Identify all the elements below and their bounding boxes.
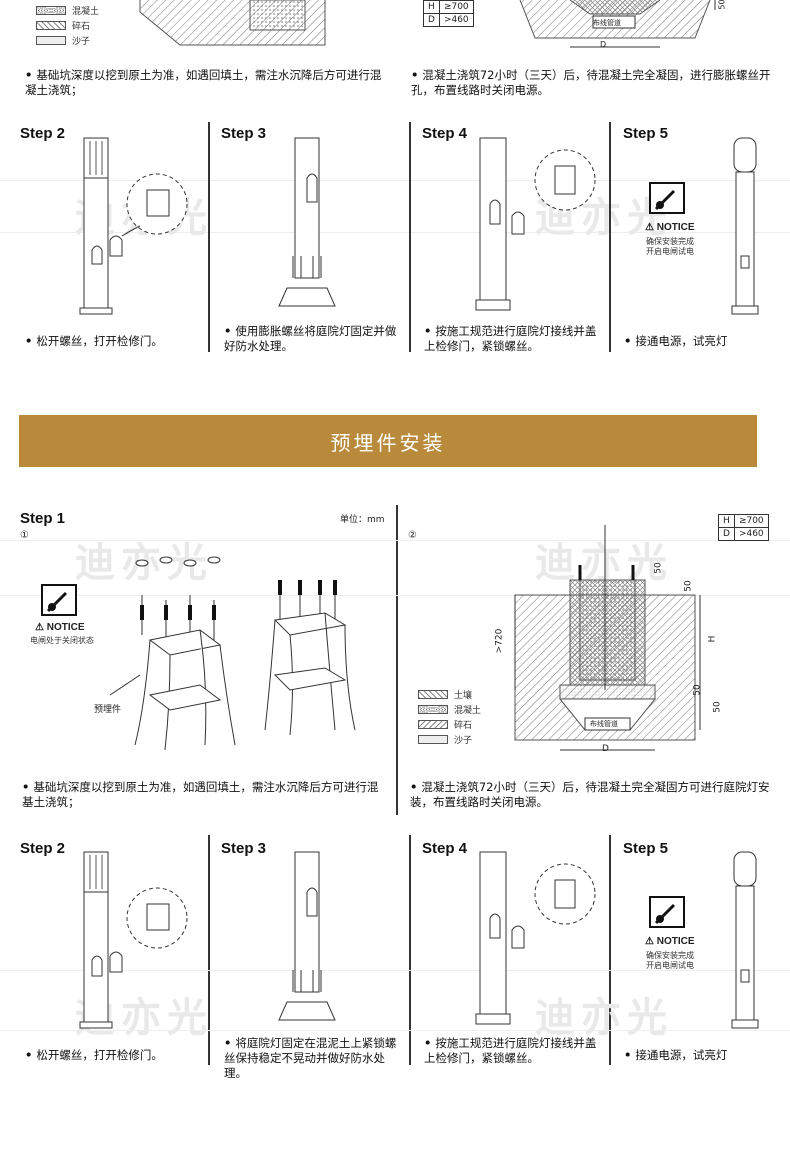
concrete-swatch bbox=[36, 6, 66, 15]
column-divider bbox=[208, 122, 210, 352]
column-divider bbox=[409, 122, 411, 352]
unit-label: 单位：mm bbox=[340, 515, 385, 525]
step1-caption-right: •混凝土浇筑72小时（三天）后，待混凝土完全凝固方可进行庭院灯安装，布置线路时关… bbox=[410, 780, 770, 809]
step-caption: •接通电源，试亮灯 bbox=[624, 1048, 728, 1062]
dim-label: 50 bbox=[683, 580, 694, 592]
step-title: Step 2 bbox=[20, 125, 66, 142]
dim-label: 50 bbox=[692, 684, 703, 696]
top-left-pit-diagram bbox=[139, 0, 326, 46]
sand-swatch bbox=[36, 36, 66, 45]
legend-item-soil: 土壤 bbox=[418, 688, 472, 701]
step-caption: •按施工规范进行庭院灯接线并盖上检修门，紧锁螺丝。 bbox=[424, 1036, 597, 1065]
notice-label: ⚠ NOTICE bbox=[645, 936, 695, 947]
step-caption: •接通电源，试亮灯 bbox=[624, 334, 728, 348]
dim-label: >720 bbox=[494, 628, 505, 654]
gravel-swatch bbox=[418, 720, 448, 729]
dim-label: H bbox=[707, 635, 718, 643]
lamp-fix-on-concrete-illustration bbox=[278, 851, 336, 1021]
sub-step-marker: ② bbox=[408, 530, 417, 541]
faint-rule bbox=[0, 180, 790, 181]
legend-label: 碎石 bbox=[72, 22, 91, 32]
dim-label: 50 bbox=[712, 701, 723, 713]
watermark: 迪亦光 bbox=[535, 995, 673, 1041]
lamp-anchor-bolt-illustration bbox=[278, 137, 336, 307]
top-caption-right: •混凝土浇筑72小时（三天）后，待混凝土完全凝固，进行膨胀螺丝开孔，布置线路时关… bbox=[411, 68, 771, 97]
step-caption: •松开螺丝，打开检修门。 bbox=[25, 1048, 163, 1062]
step-title: Step 4 bbox=[422, 125, 468, 142]
notice-subtext: 电闸处于关闭状态 bbox=[30, 636, 94, 645]
step-title: Step 4 bbox=[422, 840, 468, 857]
column-divider bbox=[208, 835, 210, 1065]
lamp-lit-illustration bbox=[731, 851, 759, 1029]
lamp-open-door-illustration bbox=[79, 137, 188, 315]
sand-swatch bbox=[418, 735, 448, 744]
embedded-part-label: 预埋件 bbox=[94, 705, 122, 715]
faint-rule bbox=[0, 595, 790, 596]
notice-label: ⚠ NOTICE bbox=[35, 622, 85, 633]
section-banner-title: 预埋件安装 bbox=[330, 430, 446, 455]
step-title: Step 5 bbox=[623, 840, 669, 857]
lamp-lit-illustration bbox=[731, 137, 759, 315]
embedded-parts-illustration bbox=[109, 556, 356, 751]
wiring-pipe-label: 布线管道 bbox=[590, 720, 618, 728]
step-title: Step 3 bbox=[221, 840, 267, 857]
notice-subtext: 确保安装完成 开启电闸试电 bbox=[646, 237, 694, 256]
legend-label: 混凝土 bbox=[72, 7, 100, 17]
legend-item-concrete: 混凝土 bbox=[36, 4, 99, 17]
notice-subtext: 确保安装完成 开启电闸试电 bbox=[646, 951, 694, 970]
step-caption: •松开螺丝，打开检修门。 bbox=[25, 334, 163, 348]
legend-item-sand: 沙子 bbox=[418, 733, 472, 746]
hd-table: H≥700 D>460 bbox=[718, 514, 769, 541]
legend-item-gravel: 碎石 bbox=[36, 19, 90, 32]
step-title: Step 1 bbox=[20, 510, 66, 527]
step-title: Step 5 bbox=[623, 125, 669, 142]
faint-rule bbox=[0, 1030, 790, 1031]
legend-item-gravel: 碎石 bbox=[418, 718, 472, 731]
column-divider bbox=[609, 835, 611, 1065]
faint-rule bbox=[0, 540, 790, 541]
lamp-wiring-illustration bbox=[475, 137, 596, 311]
lamp-wiring-illustration bbox=[475, 851, 596, 1025]
section-banner: 预埋件安装 bbox=[19, 415, 757, 467]
sub-step-marker: ① bbox=[20, 530, 29, 541]
soil-swatch bbox=[418, 690, 448, 699]
gravel-swatch bbox=[36, 21, 66, 30]
legend-item-sand: 沙子 bbox=[36, 34, 90, 47]
step1-caption-left: •基础坑深度以挖到原土为准，如遇回填土，需注水沉降后方可进行混基土浇筑； bbox=[22, 780, 379, 809]
column-divider bbox=[609, 122, 611, 352]
column-divider bbox=[409, 835, 411, 1065]
top-caption-left: •基础坑深度以挖到原土为准，如遇回填土，需注水沉降后方可进行混凝土浇筑； bbox=[25, 68, 382, 97]
dim-50-label: 50 bbox=[717, 0, 727, 10]
step-caption: •使用膨胀螺丝将庭院灯固定并做好防水处理。 bbox=[224, 324, 397, 353]
faint-rule bbox=[0, 232, 790, 233]
legend-item-concrete: 混凝土 bbox=[418, 703, 481, 716]
dim-label: D bbox=[602, 744, 609, 754]
top-right-pit-diagram bbox=[519, 0, 716, 48]
watermark: 迪亦光 bbox=[535, 540, 673, 586]
foundation-section-diagram bbox=[514, 525, 701, 751]
notice-icon bbox=[649, 896, 685, 928]
lamp-open-door-illustration bbox=[79, 851, 188, 1029]
d-dimension-label: D bbox=[600, 40, 607, 49]
notice-icon bbox=[649, 182, 685, 214]
notice-label: ⚠ NOTICE bbox=[645, 222, 695, 233]
column-divider bbox=[396, 505, 398, 815]
step-title: Step 3 bbox=[221, 125, 267, 142]
faint-rule bbox=[0, 970, 790, 971]
step-caption: •将庭院灯固定在混泥土上紧锁螺丝保持稳定不晃动并做好防水处理。 bbox=[224, 1036, 397, 1080]
top-hd-table: H≥700 D>460 bbox=[423, 0, 474, 27]
concrete-swatch bbox=[418, 705, 448, 714]
wiring-pipe-label: 布线管道 bbox=[593, 19, 621, 27]
step-caption: •按施工规范进行庭院灯接线并盖上检修门，紧锁螺丝。 bbox=[424, 324, 597, 353]
dim-label: 50 bbox=[653, 562, 664, 574]
step-title: Step 2 bbox=[20, 840, 66, 857]
legend-label: 沙子 bbox=[72, 37, 91, 47]
notice-icon bbox=[41, 584, 77, 616]
